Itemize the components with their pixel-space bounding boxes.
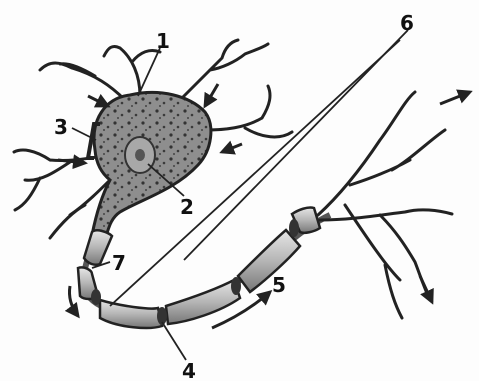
label-5: 5 <box>272 273 286 297</box>
label-1: 1 <box>156 29 170 53</box>
arrow-dendrite-4 <box>222 144 242 152</box>
label-3: 3 <box>54 115 68 139</box>
label-6: 6 <box>400 11 414 35</box>
label-7: 7 <box>112 251 126 275</box>
nucleolus <box>135 149 145 161</box>
arrow-dendrite-3 <box>205 84 218 106</box>
arrow-terminal-right <box>440 92 470 104</box>
arrow-axon-curve <box>69 286 78 316</box>
arrow-terminal-down <box>420 276 432 302</box>
arrow-dendrite-1 <box>88 96 108 106</box>
label-2: 2 <box>180 195 194 219</box>
axon-terminals <box>318 92 452 318</box>
label-4: 4 <box>182 359 196 381</box>
